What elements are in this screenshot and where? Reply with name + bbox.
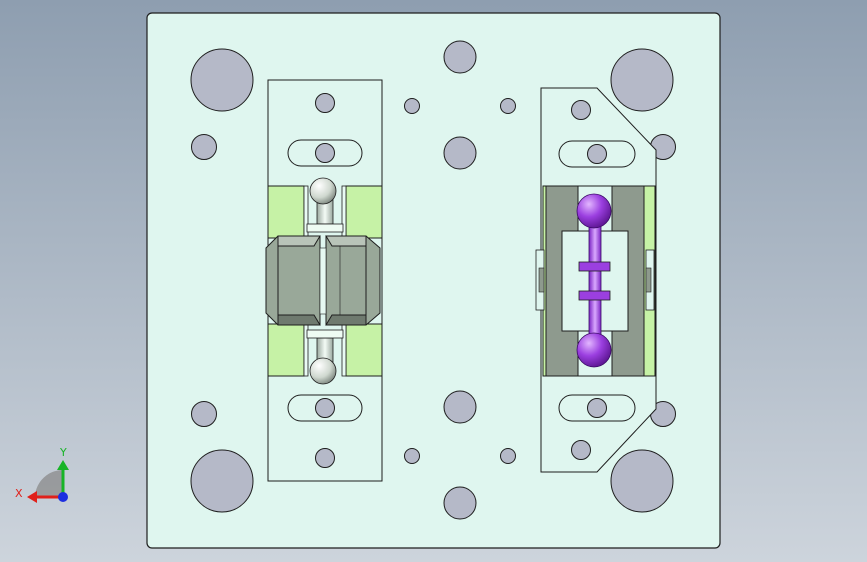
left-ball-top[interactable] xyxy=(309,177,337,205)
purple-ball-bottom[interactable] xyxy=(576,332,612,368)
right-slot-bottom-bolt xyxy=(587,398,607,418)
left-jaw-left[interactable] xyxy=(265,235,321,326)
left-pin-collar xyxy=(306,329,344,339)
hole-medium[interactable] xyxy=(191,401,217,427)
x-axis-label: X xyxy=(15,487,23,500)
hole-large-tl[interactable] xyxy=(190,48,254,112)
purple-collar-bottom[interactable] xyxy=(578,290,611,301)
right-slot-top-bolt xyxy=(587,144,607,164)
hole-small[interactable] xyxy=(404,98,420,114)
right-side-tab-inner xyxy=(538,267,545,293)
hole-small[interactable] xyxy=(404,448,420,464)
hole-medium[interactable] xyxy=(191,134,217,160)
left-jaw-gap xyxy=(319,247,327,315)
hole-medium[interactable] xyxy=(443,486,477,520)
left-green-block[interactable] xyxy=(267,185,305,239)
hole-small[interactable] xyxy=(500,448,516,464)
right-fixture[interactable] xyxy=(535,87,657,473)
right-plate-hole-top[interactable] xyxy=(571,100,591,120)
z-axis-dot xyxy=(58,492,68,502)
left-green-block[interactable] xyxy=(345,185,383,239)
x-axis-arrowhead xyxy=(27,491,37,503)
hole-large-bl[interactable] xyxy=(190,449,254,513)
hole-large-tr[interactable] xyxy=(610,48,674,112)
purple-ball-top[interactable] xyxy=(576,193,612,229)
left-ball-bottom[interactable] xyxy=(309,357,337,385)
hole-medium[interactable] xyxy=(443,40,477,74)
right-side-tab-inner xyxy=(645,267,652,293)
triad-base-shade xyxy=(35,469,63,496)
hole-medium[interactable] xyxy=(443,136,477,170)
coordinate-triad[interactable]: Y X xyxy=(15,446,69,503)
left-green-block[interactable] xyxy=(267,323,305,377)
hole-large-br[interactable] xyxy=(610,449,674,513)
left-plate-hole-bottom[interactable] xyxy=(315,448,335,468)
left-slot-top-bolt xyxy=(315,143,335,163)
purple-collar-top[interactable] xyxy=(578,261,611,272)
left-slot-bottom-bolt xyxy=(315,398,335,418)
left-pin-collar xyxy=(306,223,344,233)
small-holes xyxy=(404,98,516,464)
hole-medium[interactable] xyxy=(443,390,477,424)
large-holes xyxy=(190,48,674,513)
left-fixture[interactable] xyxy=(265,79,383,482)
left-jaw-right[interactable] xyxy=(325,235,381,326)
y-axis-arrowhead xyxy=(57,460,69,470)
right-plate-hole-bottom[interactable] xyxy=(571,440,591,460)
y-axis-label: Y xyxy=(59,446,67,459)
left-plate-hole-top[interactable] xyxy=(315,93,335,113)
hole-small[interactable] xyxy=(500,98,516,114)
left-green-block[interactable] xyxy=(345,323,383,377)
purple-rod[interactable] xyxy=(588,213,602,349)
